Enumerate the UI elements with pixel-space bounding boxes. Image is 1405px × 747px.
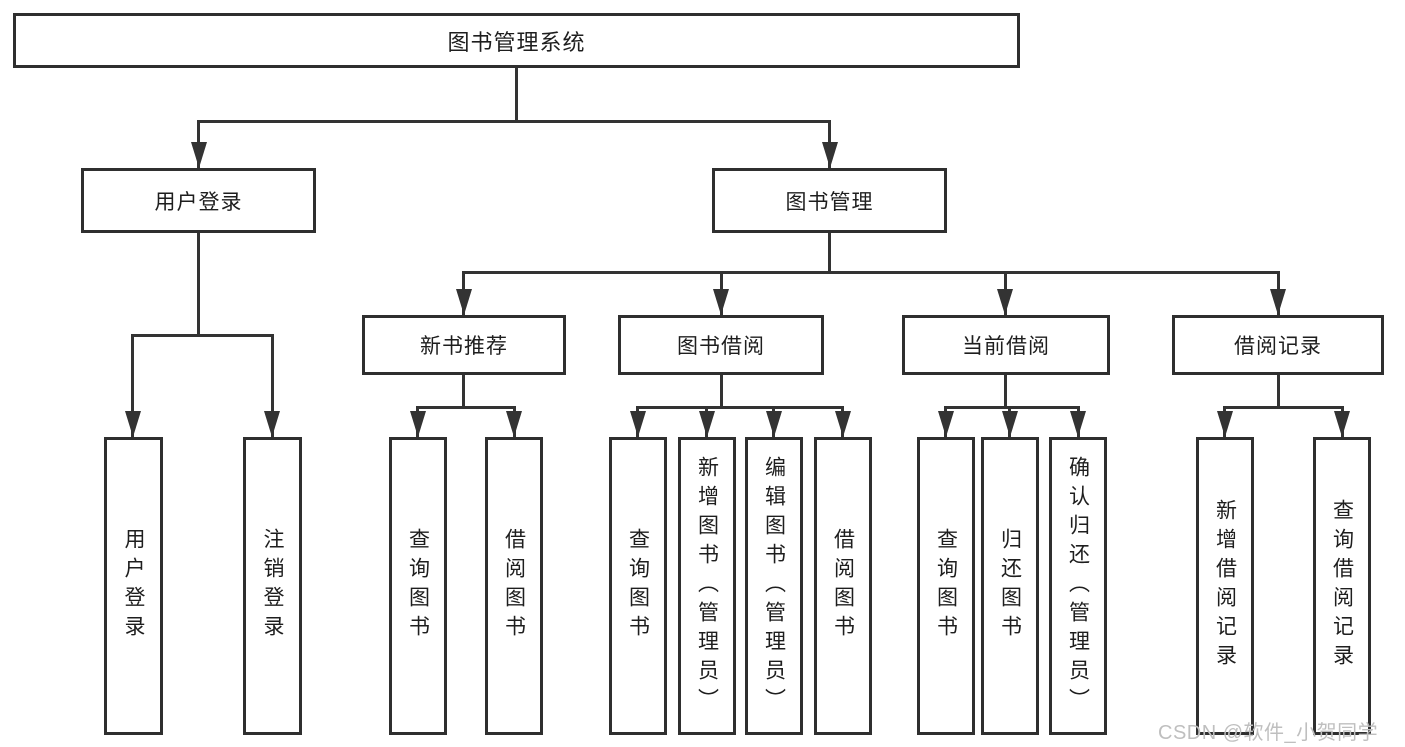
connector-line xyxy=(462,271,1279,274)
csdn-watermark: CSDN @软件_小贺同学 xyxy=(1158,722,1379,744)
arrowhead-down-icon xyxy=(191,142,207,168)
node-current-borrow: 当前借阅 xyxy=(902,315,1110,375)
connector-line xyxy=(271,334,274,437)
connector-line xyxy=(1277,375,1280,409)
node-user-login-label: 用户登录 xyxy=(154,190,243,214)
connector-line xyxy=(636,406,844,409)
connector-line xyxy=(197,120,831,123)
node-root: 图书管理系统 xyxy=(13,13,1020,68)
connector-line xyxy=(462,375,465,409)
node-borrow-records: 借阅记录 xyxy=(1172,315,1384,375)
node-current-borrow-label: 当前借阅 xyxy=(962,335,1050,358)
leaf-logout-label: 注销登录 xyxy=(261,528,284,644)
node-book-management-label: 图书管理 xyxy=(785,190,874,214)
leaf-add-book-admin-label: 新增图书（管理员） xyxy=(695,455,719,717)
leaf-newbook-query: 查询图书 xyxy=(389,437,447,735)
connector-line xyxy=(416,406,516,409)
leaf-current-query: 查询图书 xyxy=(917,437,975,735)
leaf-confirm-return-admin-label: 确认归还（管理员） xyxy=(1066,455,1090,717)
arrowhead-down-icon xyxy=(835,411,851,437)
arrowhead-down-icon xyxy=(410,411,426,437)
node-book-borrow: 图书借阅 xyxy=(618,315,824,375)
arrowhead-down-icon xyxy=(456,289,472,315)
leaf-add-book-admin: 新增图书（管理员） xyxy=(678,437,736,735)
leaf-query-borrow-record: 查询借阅记录 xyxy=(1313,437,1371,735)
leaf-edit-book-admin-label: 编辑图书（管理员） xyxy=(762,455,786,717)
leaf-add-borrow-record: 新增借阅记录 xyxy=(1196,437,1254,735)
arrowhead-down-icon xyxy=(264,411,280,437)
connector-line xyxy=(720,375,723,409)
arrowhead-down-icon xyxy=(1002,411,1018,437)
leaf-confirm-return-admin: 确认归还（管理员） xyxy=(1049,437,1107,735)
leaf-newbook-borrow: 借阅图书 xyxy=(485,437,543,735)
arrowhead-down-icon xyxy=(506,411,522,437)
connector-line xyxy=(828,233,831,274)
leaf-current-query-label: 查询图书 xyxy=(934,528,958,644)
leaf-borrow-query-label: 查询图书 xyxy=(626,528,650,644)
arrowhead-down-icon xyxy=(699,411,715,437)
leaf-edit-book-admin: 编辑图书（管理员） xyxy=(745,437,803,735)
connector-line xyxy=(131,334,274,337)
connector-line xyxy=(1004,375,1007,409)
node-new-book-recommend: 新书推荐 xyxy=(362,315,566,375)
connector-line xyxy=(131,334,134,437)
leaf-borrow-book-label: 借阅图书 xyxy=(831,528,855,644)
node-user-login: 用户登录 xyxy=(81,168,316,233)
leaf-borrow-book: 借阅图书 xyxy=(814,437,872,735)
leaf-user-login-label: 用户登录 xyxy=(122,528,145,644)
arrowhead-down-icon xyxy=(766,411,782,437)
arrowhead-down-icon xyxy=(1270,289,1286,315)
arrowhead-down-icon xyxy=(125,411,141,437)
arrowhead-down-icon xyxy=(713,289,729,315)
leaf-return-book-label: 归还图书 xyxy=(998,528,1022,644)
connector-line xyxy=(1223,406,1343,409)
arrowhead-down-icon xyxy=(997,289,1013,315)
node-book-management: 图书管理 xyxy=(712,168,947,233)
connector-line xyxy=(515,68,518,123)
leaf-borrow-query: 查询图书 xyxy=(609,437,667,735)
leaf-return-book: 归还图书 xyxy=(981,437,1039,735)
leaf-newbook-query-label: 查询图书 xyxy=(406,528,430,644)
arrowhead-down-icon xyxy=(1217,411,1233,437)
node-root-label: 图书管理系统 xyxy=(447,29,586,55)
node-borrow-records-label: 借阅记录 xyxy=(1234,335,1322,358)
arrowhead-down-icon xyxy=(822,142,838,168)
leaf-query-borrow-record-label: 查询借阅记录 xyxy=(1330,499,1354,673)
leaf-logout: 注销登录 xyxy=(243,437,302,735)
leaf-add-borrow-record-label: 新增借阅记录 xyxy=(1213,499,1237,673)
arrowhead-down-icon xyxy=(1334,411,1350,437)
arrowhead-down-icon xyxy=(1070,411,1086,437)
node-new-book-recommend-label: 新书推荐 xyxy=(420,335,508,358)
node-book-borrow-label: 图书借阅 xyxy=(677,335,765,358)
leaf-newbook-borrow-label: 借阅图书 xyxy=(502,528,526,644)
connector-line xyxy=(944,406,1080,409)
connector-line xyxy=(197,233,200,337)
arrowhead-down-icon xyxy=(938,411,954,437)
arrowhead-down-icon xyxy=(630,411,646,437)
leaf-user-login: 用户登录 xyxy=(104,437,163,735)
